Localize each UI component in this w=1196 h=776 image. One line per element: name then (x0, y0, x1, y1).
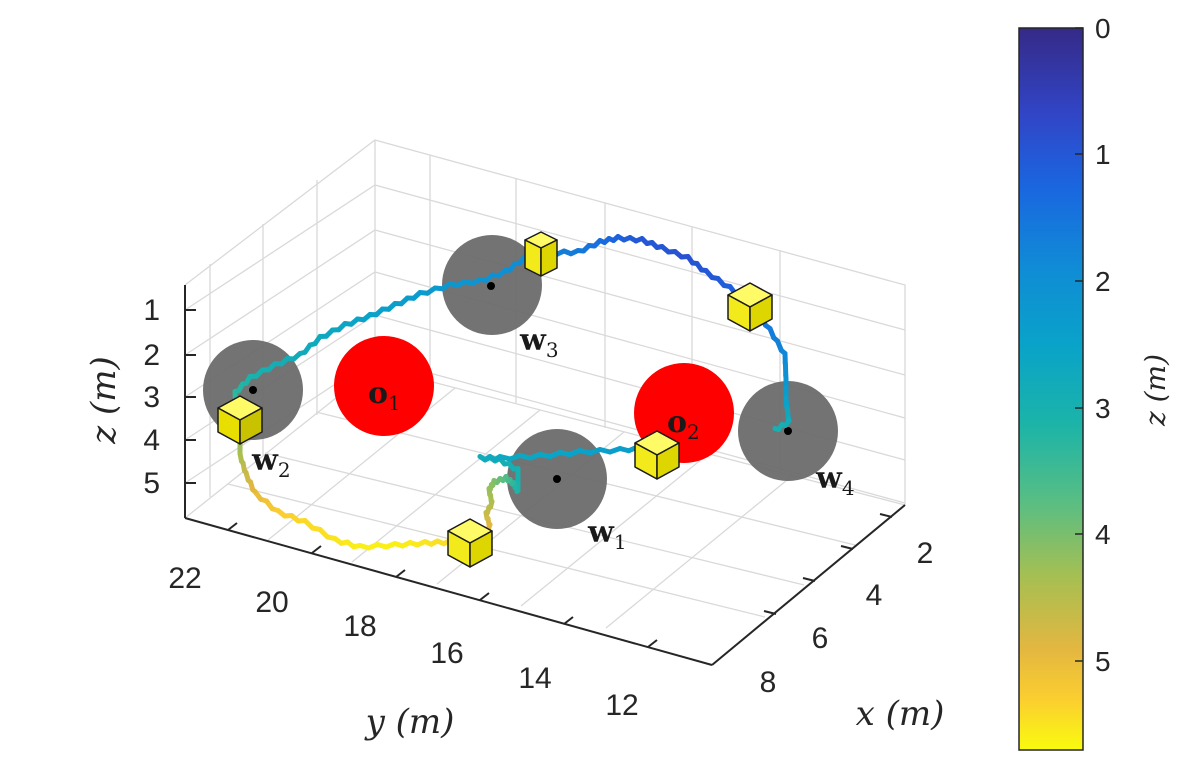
y-tick-labels: 22 20 18 16 14 12 (168, 562, 638, 722)
z-tick-label: 2 (143, 339, 160, 372)
drone-markers (217, 231, 773, 568)
drone-icon (634, 430, 680, 480)
colorbar-tick-label: 1 (1095, 139, 1111, 170)
colorbar-tick-label: 4 (1095, 519, 1111, 550)
waypoint-label-w1: w1 (587, 515, 627, 554)
obstacle-label-o2: o2 (667, 405, 700, 444)
y-tick-label: 22 (168, 562, 201, 595)
x-tick-label: 2 (917, 537, 934, 570)
waypoint-label-w2: w2 (251, 443, 291, 482)
y-axis-line (184, 517, 713, 666)
waypoint-centers (249, 282, 792, 483)
z-tick-label: 4 (143, 424, 160, 457)
waypoint-center-w1 (553, 475, 561, 483)
z-axis-label: z (m) (84, 356, 124, 445)
y-tick-label: 12 (605, 689, 638, 722)
axes (184, 285, 906, 666)
waypoint-label-w3: w3 (519, 323, 559, 362)
colorbar-tick-label: 3 (1095, 393, 1111, 424)
y-tick-label: 20 (255, 586, 288, 619)
waypoint-label-w4: w4 (815, 461, 855, 500)
colorbar-tick-label: 2 (1095, 266, 1111, 297)
obstacle-label-o1: o1 (368, 376, 401, 415)
y-tick-label: 14 (518, 662, 551, 695)
y-tick-label: 18 (343, 610, 376, 643)
waypoint-center-w3 (487, 282, 495, 290)
waypoint-center-w4 (784, 427, 792, 435)
x-axis-line (711, 504, 906, 666)
waypoint-center-w2 (249, 386, 257, 394)
colorbar-label: z (m) (1139, 354, 1172, 427)
z-tick-label: 3 (143, 381, 160, 414)
x-tick-labels: 2 4 6 8 (760, 537, 934, 699)
obstacle-labels: o1 o2 (368, 376, 700, 444)
colorbar-tick-label: 5 (1095, 646, 1111, 677)
drone-icon (524, 231, 558, 277)
colorbar: 0 1 2 3 4 5 z (m) (1018, 13, 1172, 751)
x-tick-label: 6 (812, 622, 829, 655)
x-tick-label: 4 (866, 579, 883, 612)
waypoint-labels: w1 w2 w3 w4 (251, 323, 855, 554)
drone-icon (727, 282, 773, 332)
y-axis-label: y (m) (364, 702, 455, 742)
obstacle-o1 (334, 336, 434, 436)
trajectory-segment (772, 426, 781, 432)
x-axis-label: x (m) (856, 694, 945, 734)
z-tick-label: 1 (143, 294, 160, 327)
drone-icon (217, 395, 263, 445)
drone-icon (447, 518, 493, 568)
colorbar-tick-label: 0 (1095, 13, 1111, 44)
y-tick-label: 16 (430, 637, 463, 670)
z-tick-label: 5 (143, 467, 160, 500)
x-tick-label: 8 (760, 666, 777, 699)
colorbar-gradient (1018, 27, 1084, 751)
z-tick-labels: 1 2 3 4 5 (143, 294, 160, 500)
